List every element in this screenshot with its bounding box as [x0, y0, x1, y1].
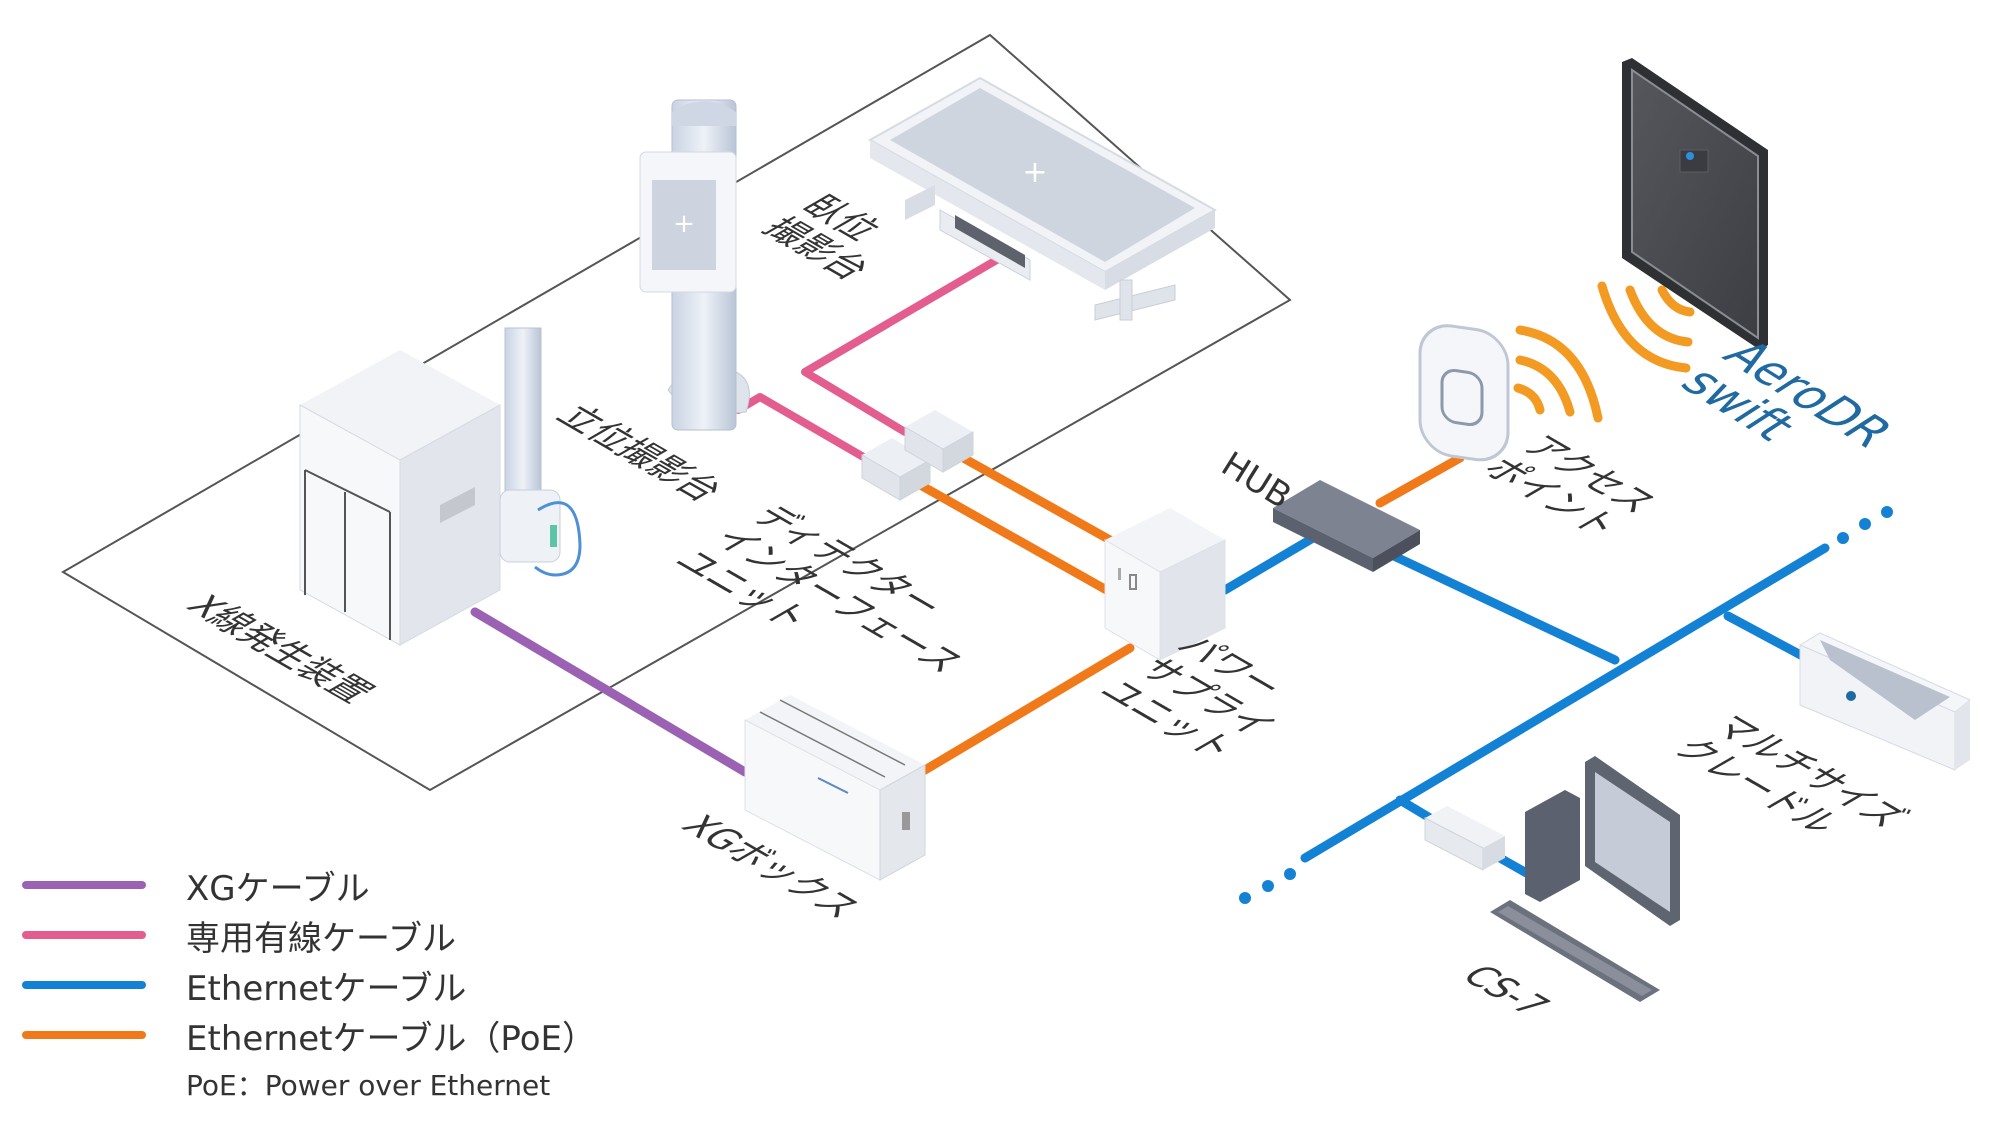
continuation-dot	[1859, 518, 1871, 530]
cable-xg	[470, 607, 750, 777]
continuation-dot	[1239, 892, 1251, 904]
upright-stand: +	[639, 99, 750, 431]
cable-ethernet-hub-backbone	[1389, 551, 1620, 665]
svg-text:+: +	[1022, 155, 1047, 190]
cable-poe-diu1-psu	[910, 477, 1115, 597]
continuation-dot	[1262, 880, 1274, 892]
legend-label: Ethernetケーブル（PoE）	[186, 1018, 596, 1059]
continuation-dot	[1837, 532, 1849, 544]
cable-ethernet-psu-hub	[1220, 533, 1318, 595]
examination-table: +	[867, 76, 1218, 321]
legend-label: XGケーブル	[186, 868, 370, 909]
detector-interface-unit-2	[904, 410, 974, 473]
cable-dedicated-table	[801, 254, 1004, 436]
detector-panel	[1622, 58, 1768, 350]
multisize-cradle	[1798, 632, 1971, 771]
legend-label: 専用有線ケーブル	[186, 918, 456, 959]
hub	[1273, 480, 1420, 572]
wifi-signal-icon	[1513, 281, 1695, 423]
continuation-dot	[1881, 506, 1893, 518]
legend: XGケーブル 専用有線ケーブル Ethernetケーブル Ethernetケーブ…	[22, 860, 596, 1104]
detector-interface-unit-1	[861, 438, 931, 501]
legend-swatch-ethernet-poe	[22, 1031, 146, 1039]
xray-generator	[299, 327, 582, 646]
legend-item-ethernet-cable: Ethernetケーブル	[22, 960, 596, 1010]
cable-ethernet-backbone-cradle	[1723, 611, 1815, 665]
cable-poe-hub-ap	[1375, 453, 1465, 508]
legend-swatch-dedicated	[22, 931, 146, 939]
svg-text:+: +	[673, 209, 695, 239]
legend-item-dedicated-cable: 専用有線ケーブル	[22, 910, 596, 960]
xg-box	[744, 695, 926, 881]
power-supply-unit	[1104, 508, 1226, 661]
legend-note: PoE：Power over Ethernet	[186, 1069, 551, 1102]
legend-item-ethernet-poe-cable: Ethernetケーブル（PoE）	[22, 1010, 596, 1060]
ethernet-backbone	[1239, 506, 1893, 904]
continuation-dot	[1284, 868, 1296, 880]
legend-item-xg-cable: XGケーブル	[22, 860, 596, 910]
legend-swatch-xg	[22, 881, 146, 889]
cable-poe-diu2-psu	[953, 450, 1115, 545]
legend-label: Ethernetケーブル	[186, 968, 467, 1009]
legend-swatch-ethernet	[22, 981, 146, 989]
access-point	[1418, 324, 1510, 462]
cable-dedicated-upright	[734, 393, 876, 466]
cable-poe-xgbox-psu	[920, 643, 1135, 775]
console-pc	[1424, 756, 1680, 1002]
